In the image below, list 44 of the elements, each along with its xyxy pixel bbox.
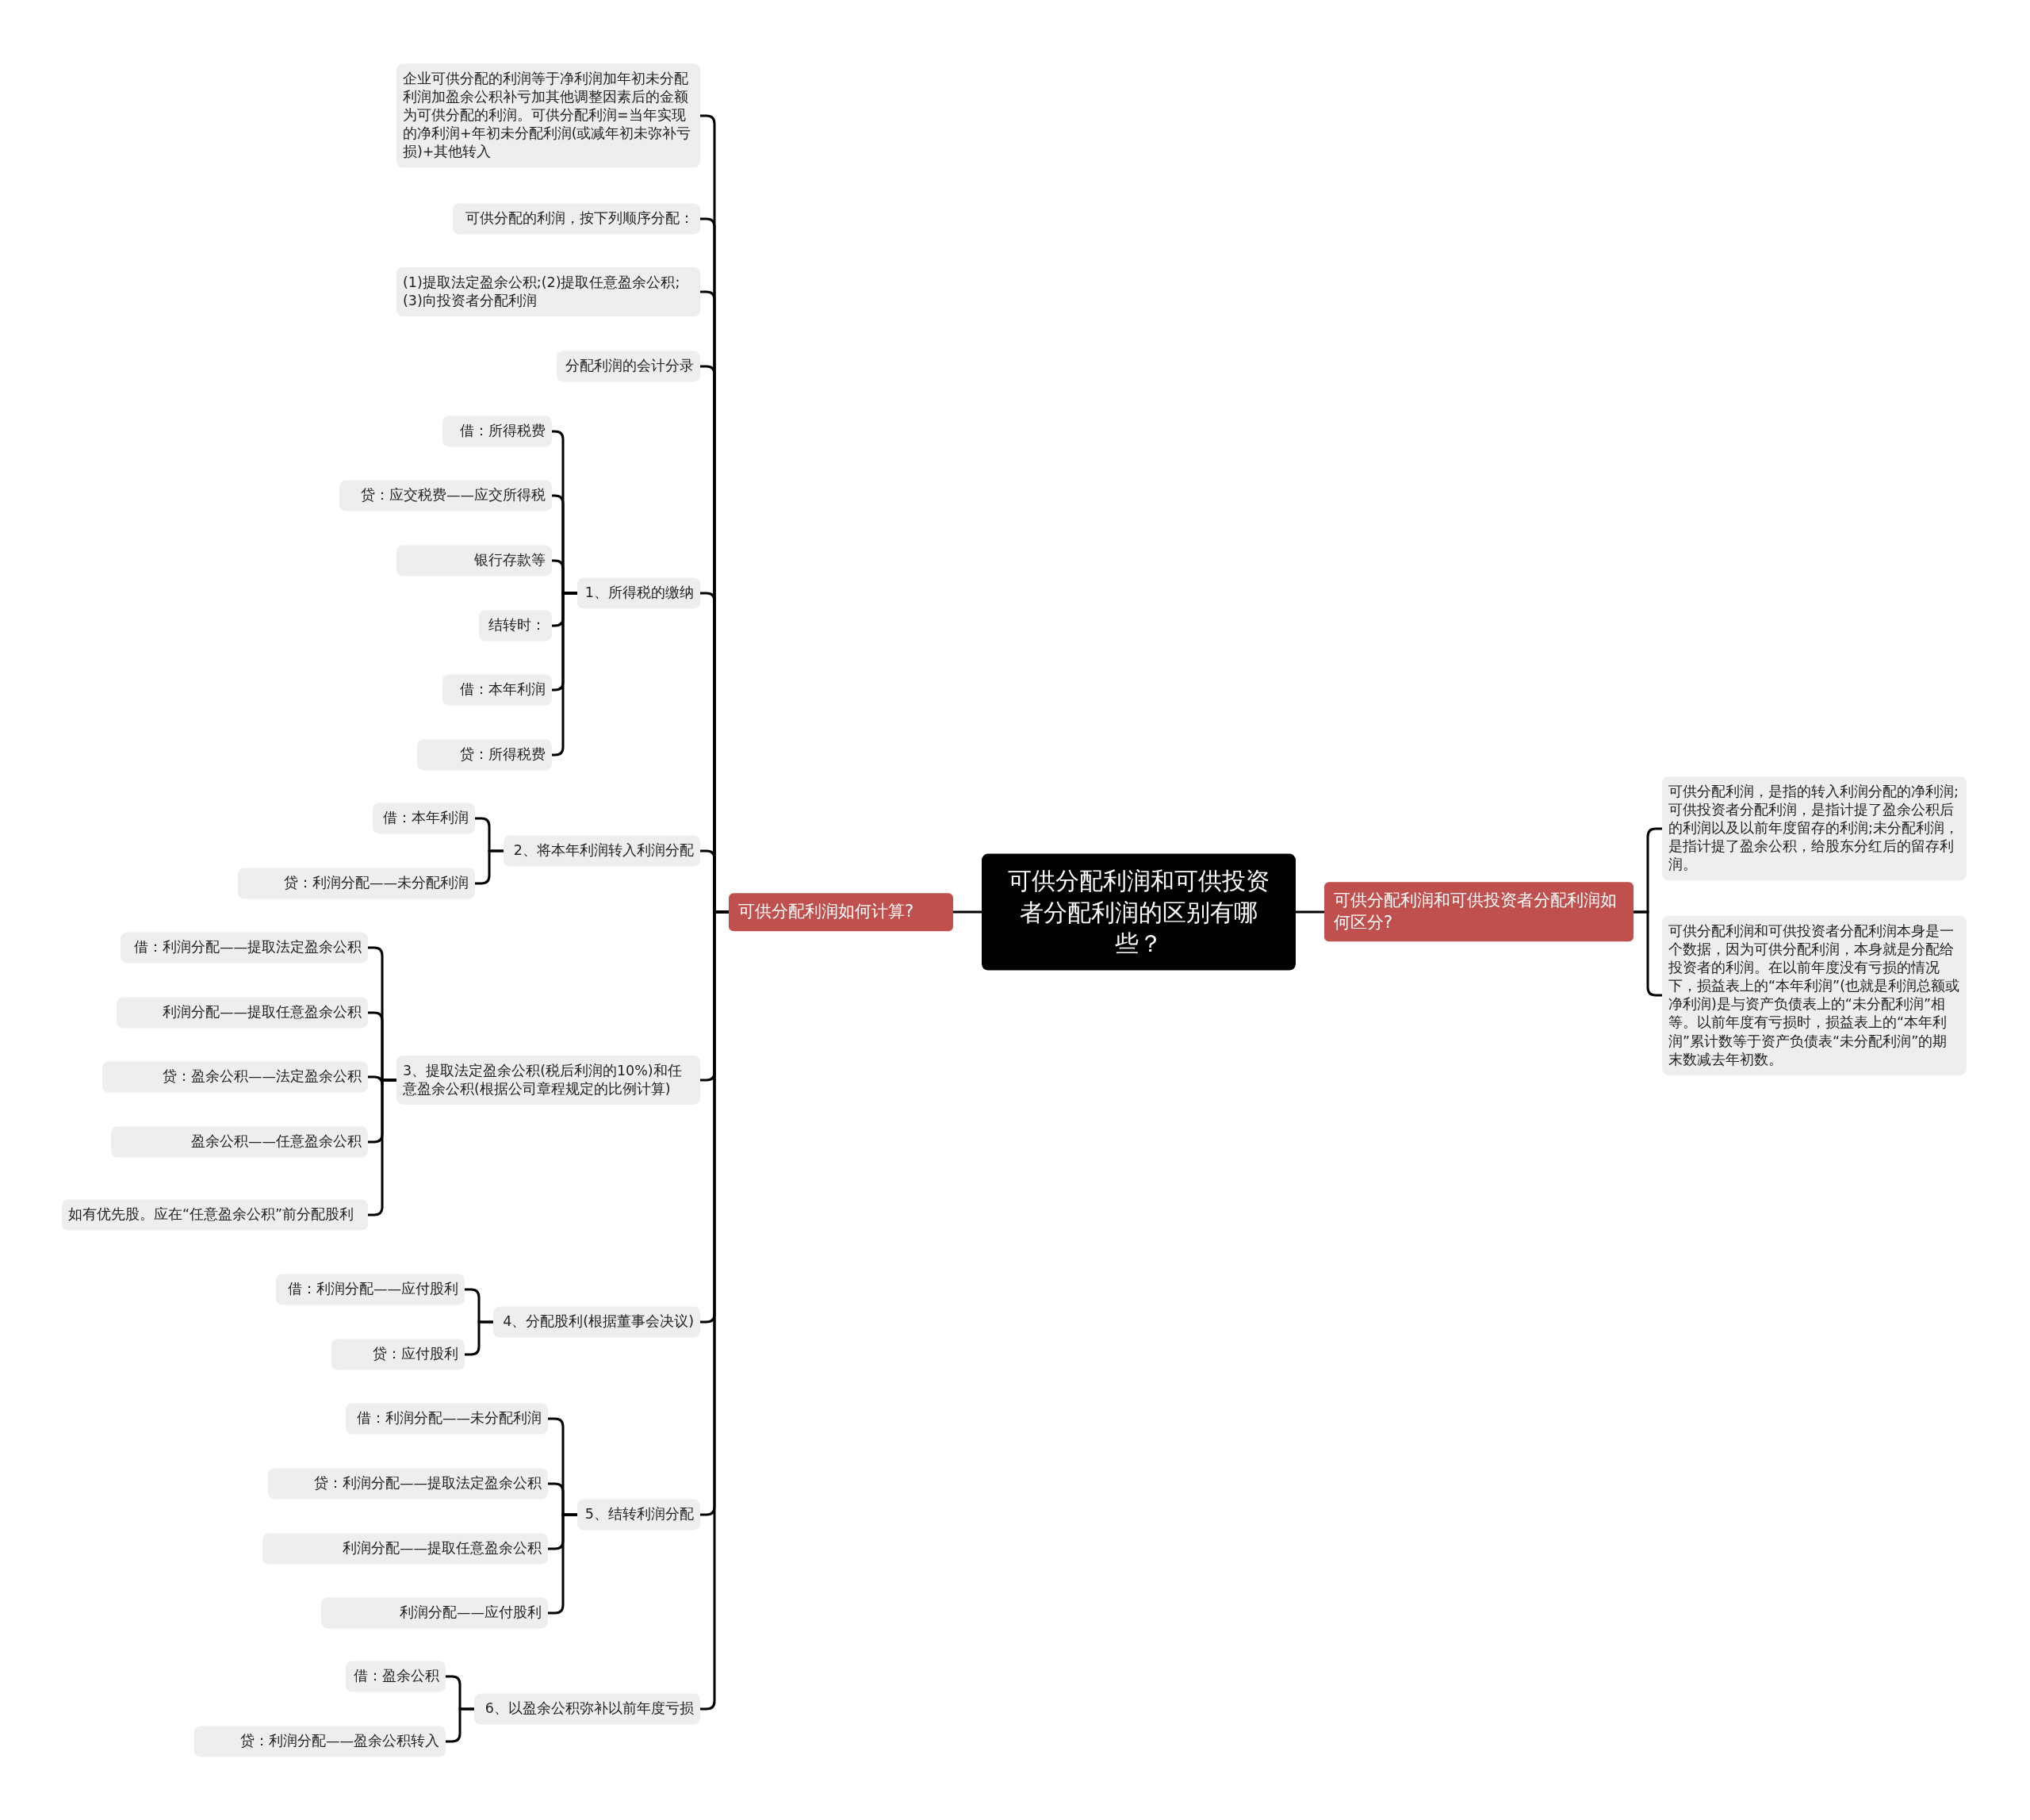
- text-box: 银行存款等: [396, 545, 552, 577]
- text-box: 借：本年利润: [442, 674, 552, 706]
- text-box: 5、结转利润分配: [577, 1499, 700, 1531]
- connector-line: [953, 910, 982, 914]
- text-box: 结转时：: [479, 610, 552, 642]
- connector-line: [1634, 910, 1662, 997]
- text-box: 3、提取法定盈余公积(税后利润的10%)和任意盈余公积(根据公司章程规定的比例计算): [396, 1055, 700, 1105]
- text-box: 借：本年利润: [373, 803, 475, 834]
- text-box: 借：所得税费: [442, 416, 552, 447]
- text-box: 可供分配利润，是指的转入利润分配的净利润;可供投资者分配利润，是指计提了盈余公积后的利润以及以前年度留存的利润;未分配利润，是指计提了盈余公积，给股东分红后的留存利润。: [1662, 776, 1967, 881]
- text-box: 6、以盈余公积弥补以前年度亏损: [474, 1693, 700, 1725]
- text-box: 2、将本年利润转入利润分配: [504, 835, 700, 867]
- text-box: 借：利润分配——未分配利润: [346, 1403, 548, 1435]
- text-box: (1)提取法定盈余公积;(2)提取任意盈余公积;(3)向投资者分配利润: [396, 266, 700, 317]
- text-box: 贷：应交税费——应交所得税: [339, 480, 552, 512]
- text-box: 利润分配——应付股利: [321, 1597, 548, 1629]
- text-box: 如有优先股。应在“任意盈余公积”前分配股利: [62, 1199, 368, 1231]
- text-box: 贷：盈余公积——法定盈余公积: [102, 1061, 368, 1093]
- connector-line: [446, 1707, 474, 1743]
- topic-box: 可供分配利润如何计算?: [729, 893, 953, 931]
- text-box: 贷：利润分配——提取法定盈余公积: [268, 1468, 548, 1500]
- text-box: 利润分配——提取任意盈余公积: [262, 1533, 548, 1565]
- text-box: 1、所得税的缴纳: [577, 577, 700, 609]
- text-box: 贷：利润分配——未分配利润: [238, 868, 475, 899]
- connector-line: [465, 1320, 493, 1356]
- text-box: 贷：所得税费: [417, 739, 552, 771]
- text-box: 可供分配利润和可供投资者分配利润本身是一个数据，因为可供分配利润，本身就是分配给投资者的利润。在以前年度没有亏损的情况下，损益表上的“本年利润”(也就是利润总额或净利润)是与资产负债表上的“未分配利润”相等。以前年度有亏损时，损益表上的“本年利润”累计数等于资产负债表“未分配利润”的期末数减去年初数。: [1662, 915, 1967, 1075]
- text-box: 盈余公积——任意盈余公积: [111, 1126, 368, 1158]
- text-box: 借：盈余公积: [346, 1661, 446, 1692]
- topic-box: 可供分配利润和可供投资者分配利润如何区分?: [1324, 882, 1634, 942]
- connector-line: [368, 1079, 396, 1217]
- text-box: 利润分配——提取任意盈余公积: [117, 997, 368, 1029]
- text-box: 贷：利润分配——盈余公积转入: [194, 1726, 446, 1757]
- connector-line: [1296, 910, 1324, 914]
- text-box: 4、分配股利(根据董事会决议): [493, 1306, 700, 1338]
- central-topic-box: 可供分配利润和可供投资者分配利润的区别有哪些？: [982, 853, 1296, 971]
- text-box: 分配利润的会计分录: [557, 351, 700, 382]
- connector-line: [548, 1513, 577, 1615]
- connector-line: [475, 849, 504, 885]
- text-box: 借：利润分配——应付股利: [276, 1274, 465, 1305]
- text-box: 可供分配的利润，按下列顺序分配：: [453, 203, 700, 235]
- text-box: 贷：应付股利: [331, 1339, 465, 1370]
- text-box: 企业可供分配的利润等于净利润加年初未分配利润加盈余公积补亏加其他调整因素后的金额为可供分配的利润。可供分配利润=当年实现的净利润+年初未分配利润(或减年初未弥补亏损)+其他转入: [396, 63, 700, 168]
- text-box: 借：利润分配——提取法定盈余公积: [121, 932, 368, 964]
